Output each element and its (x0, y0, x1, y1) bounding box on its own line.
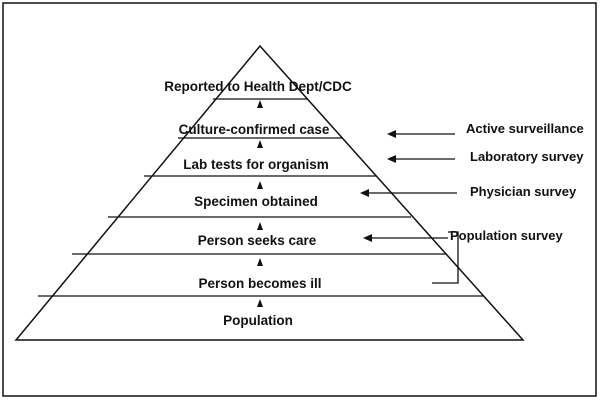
level-label-lab-tests: Lab tests for organism (183, 157, 329, 172)
left-arrow-icon (387, 155, 396, 163)
label-laboratory-survey: Laboratory survey (470, 149, 584, 164)
level-label-culture-confirmed: Culture-confirmed case (179, 122, 330, 137)
left-arrow-icon (363, 234, 372, 242)
level-label-becomes-ill: Person becomes ill (198, 276, 321, 291)
surveillance-arrows (360, 130, 457, 242)
population-survey-bracket (432, 231, 459, 284)
label-population-survey: Population survey (450, 228, 563, 243)
up-arrow-icon (257, 222, 263, 230)
label-active-surveillance: Active surveillance (466, 121, 584, 136)
left-arrow-icon (360, 189, 369, 197)
level-label-seeks-care: Person seeks care (198, 233, 317, 248)
label-physician-survey: Physician survey (470, 184, 577, 199)
level-arrows (257, 100, 263, 307)
up-arrow-icon (257, 299, 263, 307)
pyramid-level-labels: Reported to Health Dept/CDC Culture-conf… (164, 79, 352, 328)
up-arrow-icon (257, 140, 263, 148)
up-arrow-icon (257, 181, 263, 189)
up-arrow-icon (257, 258, 263, 266)
surveillance-labels: Active surveillance Laboratory survey Ph… (450, 121, 584, 243)
figure-frame (2, 2, 597, 397)
left-arrow-icon (387, 130, 396, 138)
level-label-specimen: Specimen obtained (194, 194, 318, 209)
level-label-reported: Reported to Health Dept/CDC (164, 79, 352, 94)
level-label-population: Population (223, 313, 293, 328)
up-arrow-icon (257, 100, 263, 108)
pyramid-dividers (38, 98, 484, 297)
